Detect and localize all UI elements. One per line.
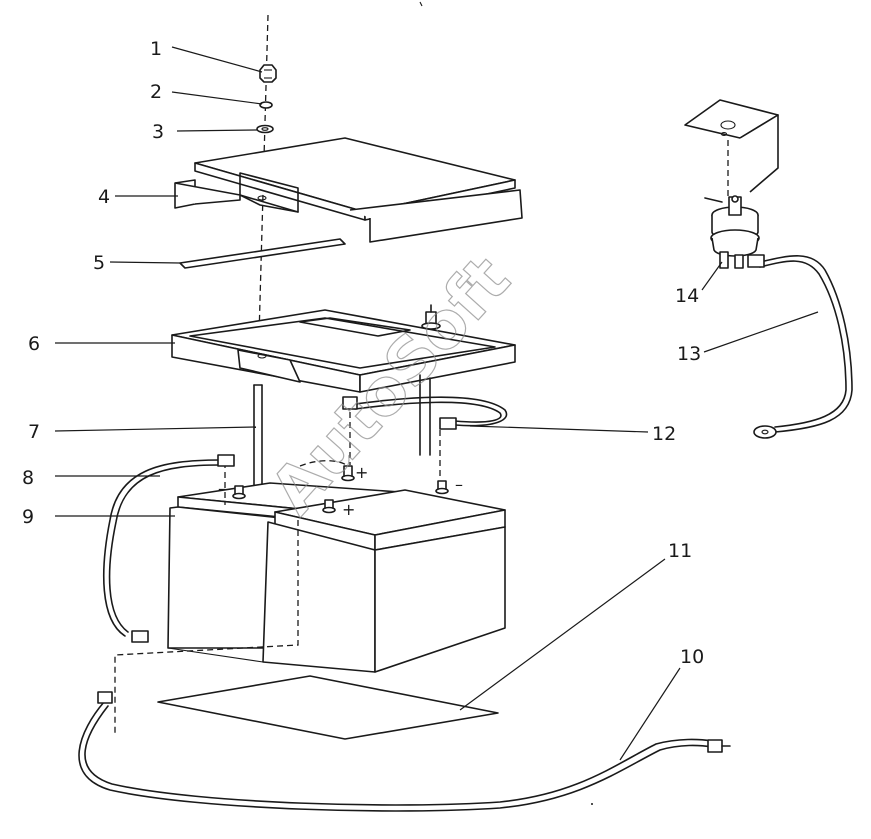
battery-terminal xyxy=(341,465,355,482)
cable-lug xyxy=(131,630,149,643)
cable-ring-terminal xyxy=(753,425,777,439)
minus-sign: – xyxy=(218,479,226,498)
minus-sign: – xyxy=(455,475,463,494)
part-battery-tray xyxy=(171,304,516,456)
callout-11: 11 xyxy=(668,540,692,562)
cable-lug xyxy=(747,254,765,268)
callout-9: 9 xyxy=(22,506,34,528)
part-lock-washer xyxy=(259,101,273,109)
battery-terminal xyxy=(232,485,246,500)
callout-13: 13 xyxy=(677,343,701,365)
callout-2: 2 xyxy=(150,81,162,103)
part-battery-switch xyxy=(684,99,779,269)
callout-4: 4 xyxy=(98,186,110,208)
leader-lines xyxy=(54,46,819,761)
part-battery-cover xyxy=(174,137,523,243)
part-rubber-strip xyxy=(179,238,346,269)
part-battery-mat xyxy=(157,675,499,740)
callout-3: 3 xyxy=(152,121,164,143)
cable-lug xyxy=(97,691,113,704)
part-switch-cable xyxy=(747,254,853,439)
callout-5: 5 xyxy=(93,252,105,274)
callout-8: 8 xyxy=(22,467,34,489)
callout-14: 14 xyxy=(675,285,699,307)
part-ground-cable xyxy=(102,454,235,643)
part-flat-washer xyxy=(256,124,274,134)
tray-bolt xyxy=(421,304,441,330)
watermark: AutoSoft xyxy=(257,243,525,529)
part-positive-cable xyxy=(342,396,508,430)
part-nut xyxy=(259,64,277,83)
battery-terminal xyxy=(435,480,449,495)
callout-7: 7 xyxy=(28,421,40,443)
cable-lug xyxy=(342,396,358,410)
edge-mark xyxy=(591,803,593,805)
battery-terminal xyxy=(322,499,336,514)
part-batteries: + + – – xyxy=(167,463,506,673)
plus-sign: + xyxy=(342,500,355,519)
cable-lug xyxy=(439,417,457,430)
cable-lug xyxy=(707,739,723,753)
callout-12: 12 xyxy=(652,423,676,445)
callout-6: 6 xyxy=(28,333,40,355)
part-long-cable xyxy=(78,691,731,812)
callout-1: 1 xyxy=(150,38,162,60)
callout-10: 10 xyxy=(680,646,704,668)
plus-sign: + xyxy=(355,463,368,482)
edge-mark xyxy=(419,1,423,7)
cable-lug xyxy=(217,454,235,467)
